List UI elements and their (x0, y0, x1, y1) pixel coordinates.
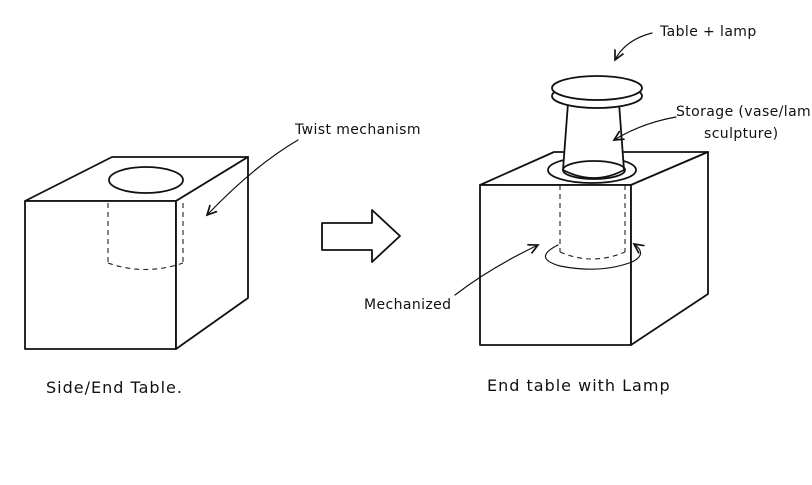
twist-opening (108, 166, 184, 194)
twist-mechanism-label: Twist mechanism (294, 122, 421, 138)
table-lamp-arrow (615, 32, 653, 60)
side-end-table-caption: Side/End Table. (46, 378, 183, 397)
column-body (562, 102, 625, 179)
column-base (562, 160, 626, 180)
mechanized-arrow (454, 245, 538, 296)
cube-side-face (630, 151, 709, 346)
storage-label-line1: Storage (vase/lamp/ (676, 104, 812, 120)
transform-arrow (321, 209, 401, 263)
lamp-column (551, 75, 643, 180)
table-lamp-label: Table + lamp (659, 24, 757, 40)
twist-mechanism-arrow (207, 139, 299, 215)
lamp-top-disc (551, 75, 643, 101)
storage-arrow (614, 116, 677, 140)
rotation-arrow (544, 244, 640, 270)
mechanized-label: Mechanized (364, 297, 451, 313)
hidden-cylinder (559, 185, 626, 260)
end-table-cube (479, 151, 709, 346)
cube-side-face (175, 156, 249, 350)
cube-front-face (24, 200, 177, 350)
end-table-lamp-caption: End table with Lamp (487, 376, 671, 395)
storage-label-line2: sculpture) (704, 126, 779, 142)
hidden-cylinder (107, 203, 184, 270)
side-table-cube (24, 156, 249, 350)
